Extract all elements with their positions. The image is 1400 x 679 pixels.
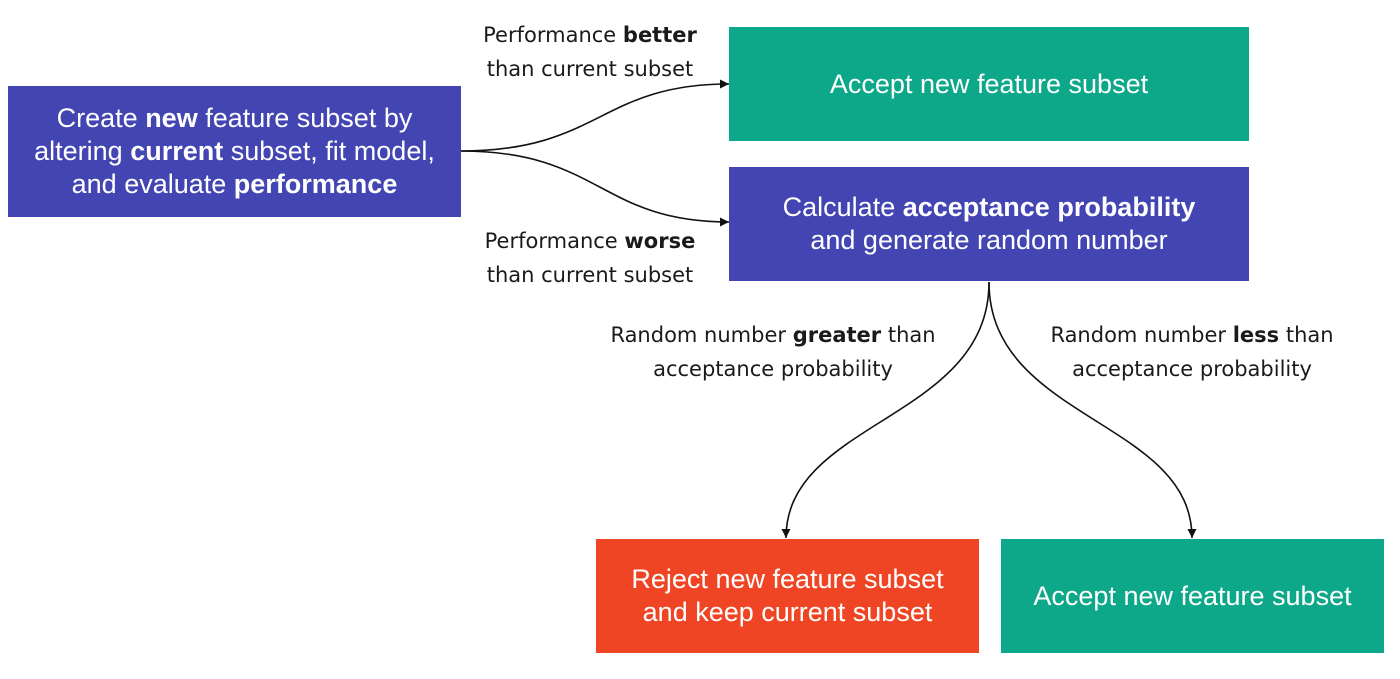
label-random-less: Random number less than acceptance proba… bbox=[1034, 318, 1350, 386]
calculate-acceptance-box: Calculate acceptance probability and gen… bbox=[729, 167, 1249, 281]
greater-line1-post: than bbox=[881, 323, 936, 347]
label-performance-worse: Performance worse than current subset bbox=[470, 224, 710, 292]
less-line1-pre: Random number bbox=[1050, 323, 1233, 347]
arrow-to-accept-bottom bbox=[988, 281, 1197, 539]
accept-top-label: Accept new feature subset bbox=[829, 68, 1149, 99]
reject-new-subset-box: Reject new feature subset and keep curre… bbox=[596, 539, 979, 653]
start-line3-bold: performance bbox=[233, 168, 398, 199]
start-line2-pre: altering bbox=[34, 136, 131, 167]
less-line1-post: than bbox=[1279, 323, 1334, 347]
greater-line1-pre: Random number bbox=[610, 323, 793, 347]
worse-line2: than current subset bbox=[486, 263, 694, 287]
worse-line1-pre: Performance bbox=[484, 229, 625, 253]
less-line2: acceptance probability bbox=[1072, 357, 1312, 381]
arrow-to-accept-top bbox=[460, 79, 730, 152]
label-random-greater: Random number greater than acceptance pr… bbox=[598, 318, 948, 386]
less-line1-bold: less bbox=[1232, 323, 1280, 347]
start-line1-pre: Create bbox=[56, 103, 146, 134]
better-line2: than current subset bbox=[486, 57, 694, 81]
start-line2-bold: current bbox=[130, 136, 224, 167]
calculate-line2: and generate random number bbox=[810, 225, 1168, 255]
greater-line2: acceptance probability bbox=[653, 357, 893, 381]
better-line1-pre: Performance bbox=[483, 23, 623, 47]
better-line1-bold: better bbox=[622, 23, 697, 47]
worse-line1-bold: worse bbox=[624, 229, 696, 253]
accept-new-subset-box-bottom: Accept new feature subset bbox=[1001, 539, 1384, 653]
accept-bottom-label: Accept new feature subset bbox=[1033, 580, 1352, 611]
reject-line1: Reject new feature subset bbox=[631, 564, 944, 595]
create-new-subset-box: Create new feature subset by altering cu… bbox=[8, 86, 461, 217]
start-line1-post: feature subset by bbox=[197, 103, 413, 134]
accept-new-subset-box-top: Accept new feature subset bbox=[729, 27, 1249, 141]
reject-line2: and keep current subset bbox=[642, 597, 933, 627]
label-performance-better: Performance better than current subset bbox=[470, 18, 710, 86]
arrow-to-reject bbox=[781, 281, 990, 539]
start-line3-pre: and evaluate bbox=[71, 168, 234, 199]
greater-line1-bold: greater bbox=[792, 323, 882, 347]
start-line1-bold: new bbox=[145, 103, 198, 134]
calculate-line1-pre: Calculate bbox=[782, 192, 903, 223]
start-line2-post: subset, fit model, bbox=[223, 136, 435, 167]
calculate-line1-bold: acceptance probability bbox=[902, 192, 1196, 223]
arrow-to-calculate bbox=[460, 150, 730, 227]
